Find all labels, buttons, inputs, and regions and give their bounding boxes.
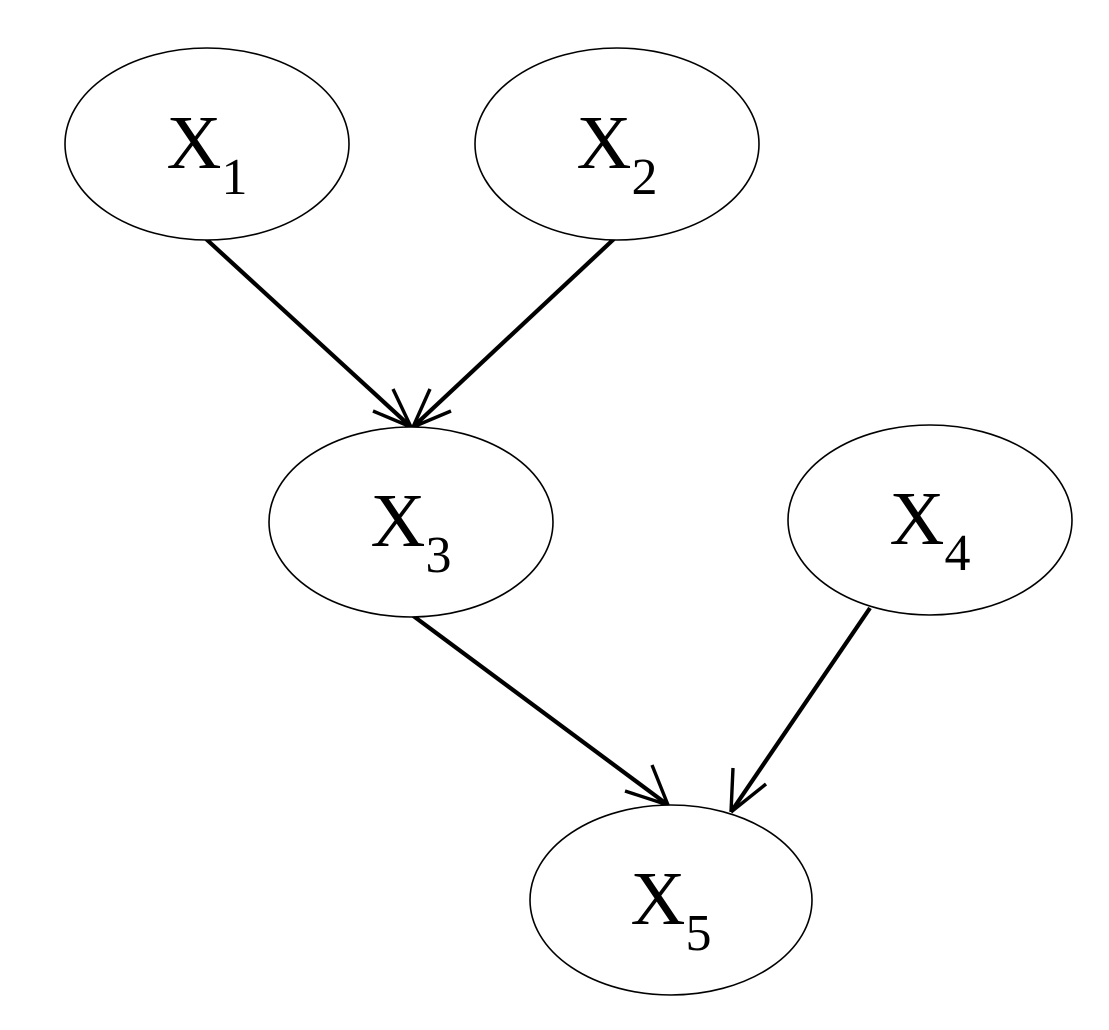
edge-x1-x3[interactable] xyxy=(203,236,413,429)
nodes-layer: X1 X2 X3 X4 X5 xyxy=(64,47,1073,996)
node-x3-label-base: X xyxy=(371,479,426,563)
node-x5[interactable]: X5 xyxy=(529,804,813,996)
node-x1-label-base: X xyxy=(167,101,222,185)
edge-x3-x5-line xyxy=(410,613,670,807)
node-x4-label-subscript: 4 xyxy=(944,525,970,582)
node-x4-label-base: X xyxy=(890,477,945,561)
edge-x3-x5[interactable] xyxy=(410,613,670,807)
node-x5-ellipse xyxy=(529,804,813,996)
node-x5-label: X5 xyxy=(631,857,712,962)
node-x2[interactable]: X2 xyxy=(474,47,760,241)
node-x2-ellipse xyxy=(474,47,760,241)
edge-x1-x3-arrowhead-barb-left xyxy=(372,409,412,429)
edge-x4-x5-line xyxy=(729,606,872,814)
node-x2-label: X2 xyxy=(577,101,658,206)
edge-x2-x3[interactable] xyxy=(411,236,617,429)
node-x4-ellipse xyxy=(787,424,1073,616)
node-x5-label-base: X xyxy=(631,857,686,941)
node-x3-label: X3 xyxy=(371,479,452,584)
edge-x4-x5-arrowhead-barb-right xyxy=(729,782,768,814)
edges-layer xyxy=(203,236,872,814)
edge-x1-x3-line xyxy=(203,236,413,429)
node-x2-label-subscript: 2 xyxy=(631,149,657,206)
node-x1-ellipse xyxy=(64,47,350,241)
edge-x3-x5-arrowhead-barb-left xyxy=(624,789,669,807)
edge-x3-x5-arrowhead-barb-right xyxy=(650,764,670,806)
edge-x4-x5-arrowhead-barb-left xyxy=(729,767,735,813)
edge-x2-x3-arrowhead-barb-right xyxy=(412,409,452,429)
edge-x4-x5[interactable] xyxy=(729,606,872,814)
node-x5-label-subscript: 5 xyxy=(685,905,711,962)
node-x4[interactable]: X4 xyxy=(787,424,1073,616)
node-x1-label: X1 xyxy=(167,101,248,206)
node-x3-label-subscript: 3 xyxy=(425,527,451,584)
node-x1[interactable]: X1 xyxy=(64,47,350,241)
edge-x1-x3-arrowhead-barb-right xyxy=(391,388,413,428)
node-x1-label-subscript: 1 xyxy=(221,149,247,206)
node-x3[interactable]: X3 xyxy=(268,426,554,618)
node-x4-label: X4 xyxy=(890,477,971,582)
node-x3-ellipse xyxy=(268,426,554,618)
edge-x2-x3-arrowhead-barb-left xyxy=(411,388,432,428)
edge-x2-x3-line xyxy=(411,236,617,429)
node-x2-label-base: X xyxy=(577,101,632,185)
